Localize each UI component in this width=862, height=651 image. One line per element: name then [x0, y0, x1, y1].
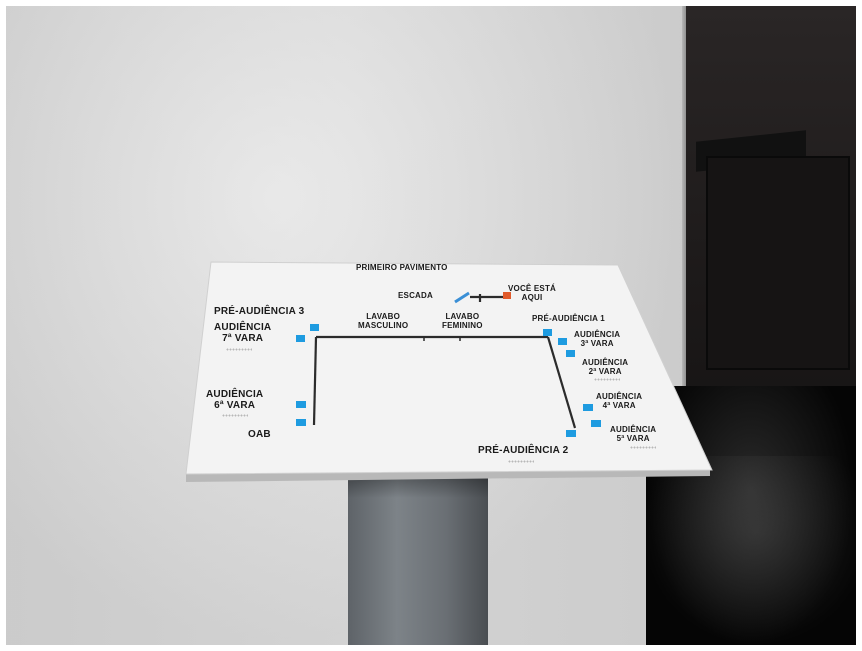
marker-pre-audiencia-3 [310, 324, 319, 331]
marker-pre-audiencia-1 [543, 329, 552, 336]
label-audiencia-7: AUDIÊNCIA 7ª VARA [214, 322, 272, 344]
label-pre-audiencia-1: PRÉ-AUDIÊNCIA 1 [532, 314, 605, 323]
marker-audiencia-6 [296, 401, 306, 408]
braille-audiencia-7 [226, 348, 252, 351]
floor-reflection [606, 456, 856, 645]
label-audiencia-4: AUDIÊNCIA 4ª VARA [596, 392, 643, 410]
route-lines [312, 294, 577, 429]
sign-board-face [185, 261, 713, 475]
label-voce-esta-aqui: VOCÊ ESTÁ AQUI [508, 284, 557, 302]
label-escada: ESCADA [398, 291, 433, 300]
sign-stand-pole [348, 474, 488, 645]
marker-audiencia-4 [583, 404, 593, 411]
sign-title: PRIMEIRO PAVIMENTO [356, 263, 448, 272]
marker-audiencia-3 [558, 338, 567, 345]
braille-audiencia-5 [630, 446, 656, 449]
braille-audiencia-2 [594, 378, 620, 381]
stair-icon [454, 291, 470, 304]
marker-pre-audiencia-2 [566, 430, 576, 437]
label-oab: OAB [248, 429, 271, 440]
marker-audiencia-5 [591, 420, 601, 427]
label-lavabo-masculino: LAVABO MASCULINO [358, 312, 409, 330]
label-lavabo-feminino: LAVABO FEMININO [442, 312, 483, 330]
label-audiencia-6: AUDIÊNCIA 6ª VARA [206, 389, 264, 411]
room-markers [296, 324, 601, 437]
marker-audiencia-2 [566, 350, 575, 357]
marker-oab [296, 419, 306, 426]
label-audiencia-5: AUDIÊNCIA 5ª VARA [610, 425, 657, 443]
label-pre-audiencia-3: PRÉ-AUDIÊNCIA 3 [214, 306, 305, 317]
label-pre-audiencia-2: PRÉ-AUDIÊNCIA 2 [478, 445, 569, 456]
braille-pre-audiencia-2 [508, 460, 534, 463]
braille-audiencia-6 [222, 414, 248, 417]
you-are-here-marker [503, 292, 511, 299]
lavabo-connectors [423, 337, 461, 341]
marker-audiencia-7 [296, 335, 305, 342]
label-audiencia-3: AUDIÊNCIA 3ª VARA [574, 330, 621, 348]
dark-furniture-cabinet [706, 156, 850, 370]
label-audiencia-2: AUDIÊNCIA 2ª VARA [582, 358, 629, 376]
